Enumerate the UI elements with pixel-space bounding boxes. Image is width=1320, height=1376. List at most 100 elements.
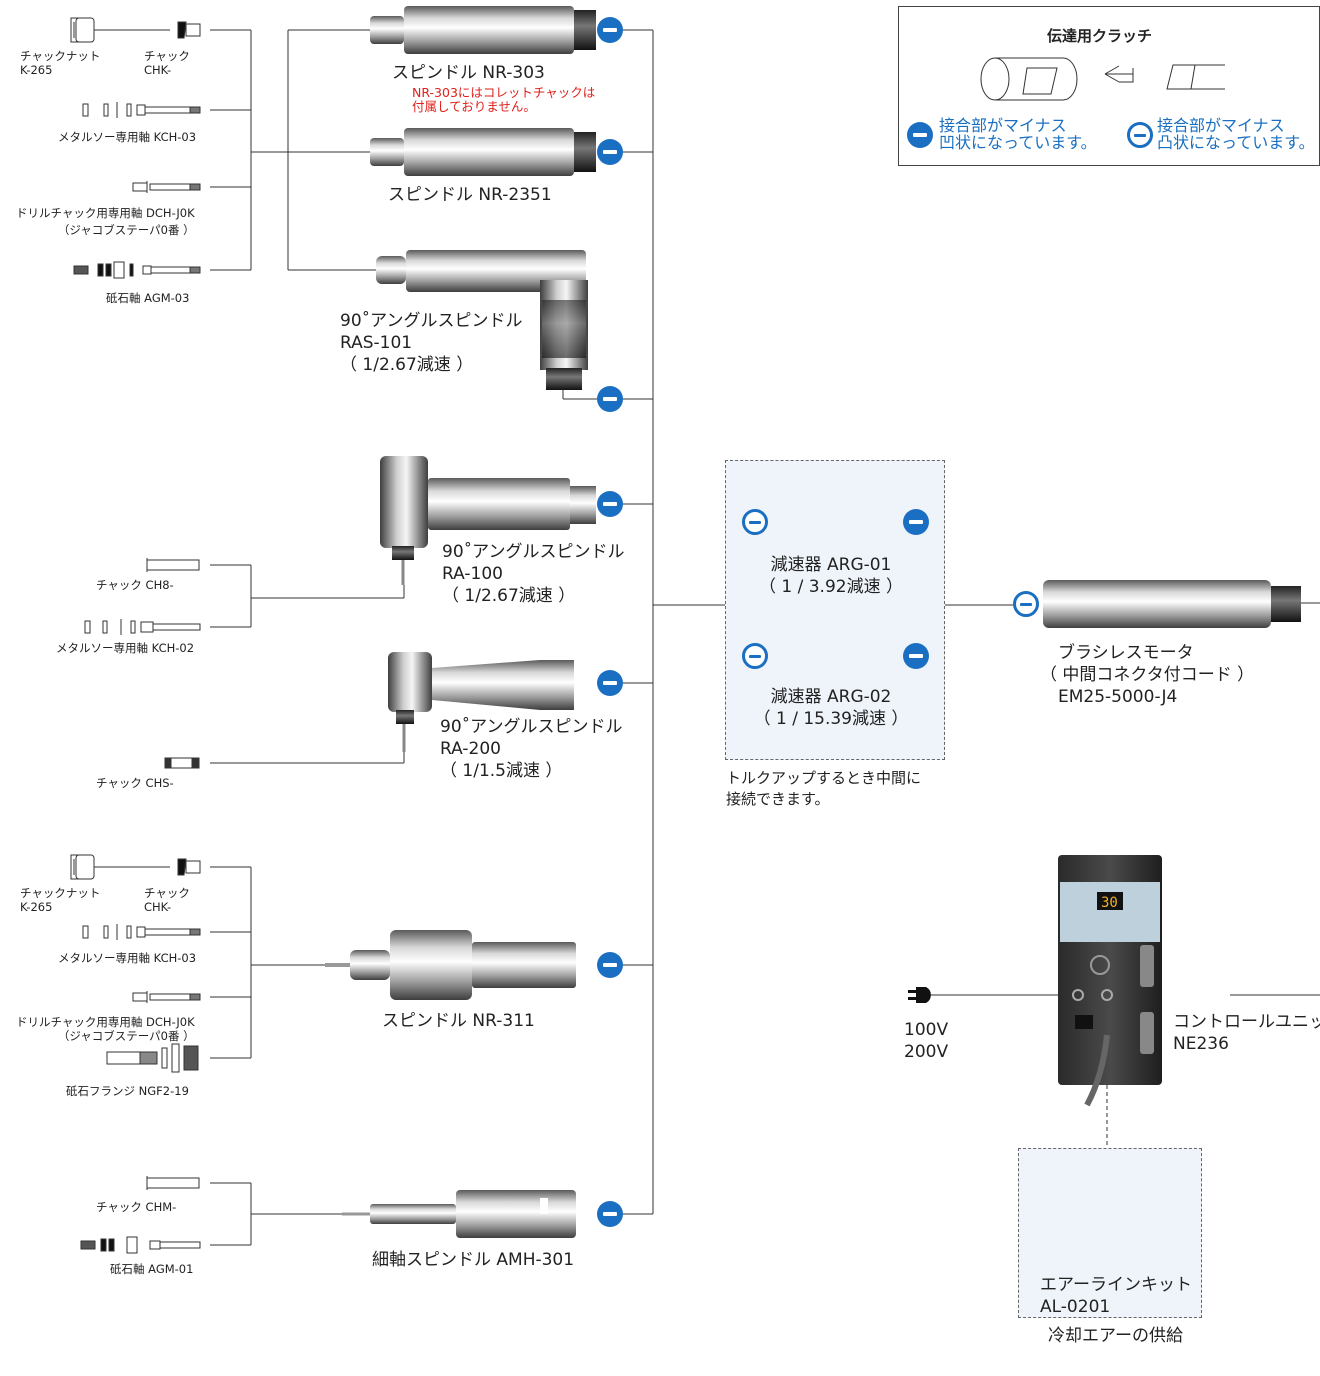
- power-label: 100V 200V: [904, 1019, 948, 1063]
- arg01-ratio: （ 1 / 3.92減速 ）: [758, 577, 903, 597]
- reducer-note: トルクアップするとき中間に 接続できます。: [726, 768, 921, 810]
- g4-drill-chuck-label: ドリルチャック用専用軸 DCH-J0K （ジャコブステーパ0番 ）: [16, 1015, 195, 1043]
- clutch-nr311-icon: [597, 952, 623, 978]
- accessory-icons-group1: [70, 17, 201, 279]
- motor-model: EM25-5000-J4: [1058, 687, 1178, 707]
- g4-chuck-line1: チャック: [144, 886, 190, 900]
- ra200-name: 90˚アングルスピンドル: [440, 717, 623, 737]
- ra200-model: RA-200: [440, 739, 501, 759]
- accessory-icons-group5: [80, 1176, 201, 1254]
- ra200-label: 90˚アングルスピンドル RA-200 （ 1/1.5減速 ）: [440, 716, 622, 782]
- controller-model: NE236: [1173, 1034, 1229, 1054]
- spindle-ra200-image: [388, 652, 574, 752]
- ras101-ratio: （ 1/2.67減速 ）: [340, 355, 474, 375]
- g1-chuck-label: チャック CHK-: [144, 49, 190, 77]
- legend-neg-label: 接合部がマイナス 凹状になっています。: [939, 117, 1097, 151]
- arg02-name: 減速器 ARG-02: [770, 687, 892, 707]
- g1-metal-saw-label: メタルソー専用軸 KCH-03: [58, 130, 197, 144]
- amh301-name: 細軸スピンドル AMH-301: [372, 1250, 575, 1270]
- g5-chuck-label: チャック CHM-: [96, 1200, 177, 1214]
- g1-grind-label: 砥石軸 AGM-03: [106, 291, 190, 305]
- nr303-note: NR-303にはコレットチャックは 付属しておりません。: [412, 86, 595, 114]
- ras101-model: RAS-101: [340, 333, 413, 353]
- clutch-nr303-icon: [597, 17, 623, 43]
- g3-chuck-label: チャック CHS-: [96, 776, 174, 790]
- nr2351-name: スピンドル NR-2351: [388, 185, 552, 205]
- motor-label: ブラシレスモータ （ 中間コネクタ付コード ） EM25-5000-J4: [1040, 642, 1254, 708]
- ra200-ratio: （ 1/1.5減速 ）: [440, 761, 563, 781]
- wires: [94, 29, 1320, 1246]
- ras101-name: 90˚アングルスピンドル: [340, 311, 523, 331]
- g4-flange-label: 砥石フランジ NGF2-19: [66, 1084, 189, 1098]
- arg01-name: 減速器 ARG-01: [770, 555, 892, 575]
- arg02-label: 減速器 ARG-02 （ 1 / 15.39減速 ）: [745, 686, 917, 730]
- g4-chuck-line2: CHK-: [144, 900, 172, 914]
- g4-drill-chuck-line2: （ジャコブステーパ0番 ）: [57, 1029, 195, 1043]
- air-kit-model: AL-0201: [1040, 1297, 1111, 1317]
- ras101-label: 90˚アングルスピンドル RAS-101 （ 1/2.67減速 ）: [340, 310, 522, 376]
- motor-name: ブラシレスモータ: [1058, 643, 1194, 663]
- ra100-ratio: （ 1/2.67減速 ）: [442, 586, 576, 606]
- accessory-icons-group2: [84, 558, 201, 769]
- nr311-name: スピンドル NR-311: [382, 1011, 535, 1031]
- spindle-ra100-image: [380, 456, 596, 585]
- spindle-amh301-image: [342, 1190, 576, 1238]
- g1-chuck-line2: CHK-: [144, 63, 172, 77]
- clutch-arg01-in-icon: [742, 509, 768, 535]
- reducer-note-line2: 接続できます。: [726, 790, 830, 808]
- g5-grind-label: 砥石軸 AGM-01: [110, 1262, 194, 1276]
- legend-neg-icon: [907, 122, 933, 148]
- power-v2: 200V: [904, 1042, 949, 1062]
- g4-chuck-label: チャック CHK-: [144, 886, 190, 914]
- clutch-amh301-icon: [597, 1201, 623, 1227]
- legend-neg-line1: 接合部がマイナス: [939, 116, 1067, 135]
- clutch-arg02-in-icon: [742, 643, 768, 669]
- g1-chuck-nut-label: チャックナット K-265: [20, 49, 100, 77]
- legend-box: 伝達用クラッチ 接合部がマイナス 凹状になっています。 接合部がマイナス 凸状に…: [898, 6, 1320, 166]
- controller-image: 30: [1058, 855, 1162, 1107]
- legend-pos-icon: [1127, 122, 1153, 148]
- spindle-ras101-image: [350, 250, 588, 390]
- arg02-ratio: （ 1 / 15.39減速 ）: [753, 709, 909, 729]
- clutch-ra100-icon: [597, 491, 623, 517]
- g1-drill-chuck-line1: ドリルチャック用専用軸 DCH-J0K: [16, 206, 195, 220]
- g4-metal-saw-label: メタルソー専用軸 KCH-03: [58, 951, 197, 965]
- legend-neg-line2: 凹状になっています。: [939, 133, 1097, 152]
- controller-display: 30: [1101, 895, 1118, 911]
- air-kit-box: [1018, 1148, 1202, 1318]
- g1-drill-chuck-label: ドリルチャック用専用軸 DCH-J0K （ジャコブステーパ0番 ）: [16, 206, 195, 237]
- air-kit-label: エアーラインキット AL-0201: [1040, 1274, 1192, 1318]
- g4-chuck-nut-label: チャックナット K-265: [20, 886, 100, 914]
- ra100-model: RA-100: [442, 564, 503, 584]
- nr303-note-line1: NR-303にはコレットチャックは: [412, 85, 596, 100]
- legend-title: 伝達用クラッチ: [1047, 27, 1153, 45]
- g4-drill-chuck-line1: ドリルチャック用専用軸 DCH-J0K: [16, 1015, 195, 1029]
- spindle-nr303-image: [350, 6, 596, 54]
- clutch-ras101-icon: [597, 386, 623, 412]
- clutch-ra200-icon: [597, 670, 623, 696]
- g1-chuck-line1: チャック: [144, 49, 190, 63]
- legend-pos-line1: 接合部がマイナス: [1157, 116, 1285, 135]
- g2-chuck-label: チャック CH8-: [96, 578, 174, 592]
- motor-image: [1043, 580, 1301, 628]
- air-kit-name: エアーラインキット: [1040, 1275, 1192, 1295]
- arg01-label: 減速器 ARG-01 （ 1 / 3.92減速 ）: [745, 554, 917, 598]
- g4-chuck-nut-line2: K-265: [20, 900, 53, 914]
- g1-chuck-nut-line1: チャックナット: [20, 49, 101, 63]
- clutch-motor-icon: [1013, 591, 1039, 617]
- spindle-nr2351-image: [350, 128, 596, 176]
- g2-metal-saw-label: メタルソー専用軸 KCH-02: [56, 641, 195, 655]
- g1-chuck-nut-line2: K-265: [20, 63, 53, 77]
- air-kit-note: 冷却エアーの供給: [1048, 1326, 1183, 1346]
- ra100-name: 90˚アングルスピンドル: [442, 542, 625, 562]
- legend-pos-label: 接合部がマイナス 凸状になっています。: [1157, 117, 1315, 151]
- clutch-nr2351-icon: [597, 139, 623, 165]
- accessory-icons-group4: [70, 854, 201, 1073]
- clutch-diagram-icon: [980, 57, 1225, 101]
- clutch-arg02-out-icon: [903, 643, 929, 669]
- motor-sub: （ 中間コネクタ付コード ）: [1040, 665, 1255, 685]
- nr303-name: スピンドル NR-303: [392, 63, 545, 83]
- controller-label: コントロールユニット NE236: [1173, 1011, 1320, 1055]
- g4-chuck-nut-line1: チャックナット: [20, 886, 101, 900]
- clutch-arg01-out-icon: [903, 509, 929, 535]
